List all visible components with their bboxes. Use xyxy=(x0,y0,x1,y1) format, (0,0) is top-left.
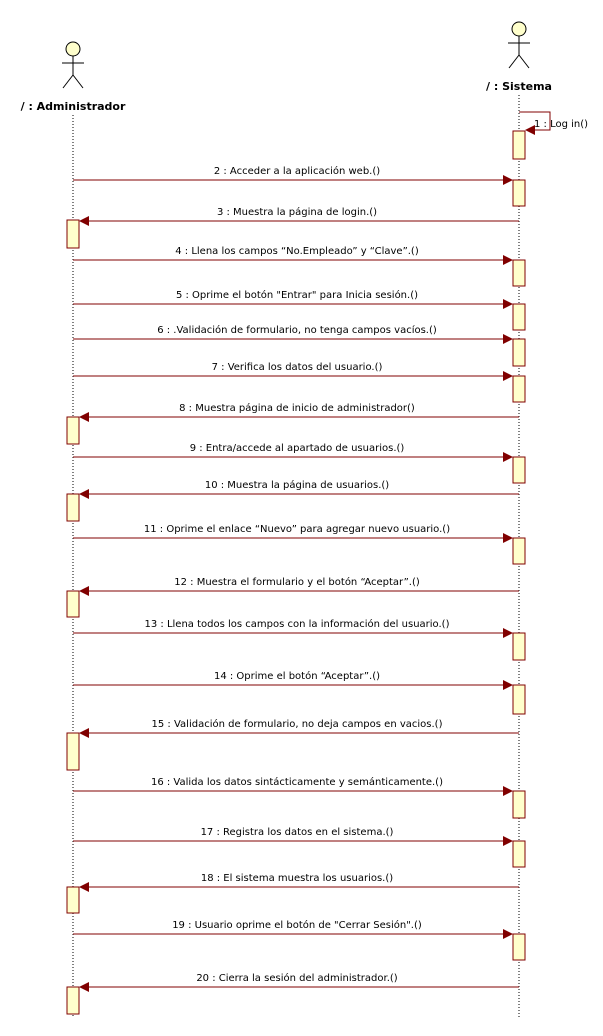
activation-box xyxy=(66,493,80,522)
activation-box xyxy=(512,537,526,565)
message-label: 18 : El sistema muestra los usuarios.() xyxy=(201,873,393,884)
message-17: 17 : Registra los datos en el sistema.() xyxy=(73,827,513,846)
message-11: 11 : Oprime el enlace “Nuevo” para agreg… xyxy=(73,524,513,543)
activation-box xyxy=(512,684,526,715)
actor-head xyxy=(65,41,81,57)
message-4: 4 : Llena los campos “No.Empleado” y “Cl… xyxy=(73,246,513,265)
actor-name-system: / : Sistema xyxy=(486,80,552,93)
activation-box xyxy=(512,632,526,661)
activation-box xyxy=(512,375,526,403)
activation-box xyxy=(66,986,80,1015)
activation-box xyxy=(512,456,526,484)
message-label: 8 : Muestra página de inicio de administ… xyxy=(179,402,415,414)
activation-box xyxy=(66,886,80,914)
message-12: 12 : Muestra el formulario y el botón “A… xyxy=(79,576,519,596)
message-label: 16 : Valida los datos sintácticamente y … xyxy=(151,776,443,788)
message-15: 15 : Validación de formulario, no deja c… xyxy=(79,718,519,738)
message-arrow xyxy=(519,111,551,135)
message-16: 16 : Valida los datos sintácticamente y … xyxy=(73,776,513,796)
message-7: 7 : Verifica los datos del usuario.() xyxy=(73,362,513,381)
message-label: 5 : Oprime el botón "Entrar" para Inicia… xyxy=(176,289,418,301)
message-label: 11 : Oprime el enlace “Nuevo” para agreg… xyxy=(144,524,450,535)
activation-box xyxy=(512,840,526,868)
message-label: 12 : Muestra el formulario y el botón “A… xyxy=(174,576,420,588)
actor-head xyxy=(511,21,527,37)
message-10: 10 : Muestra la página de usuarios.() xyxy=(79,479,519,499)
message-label: 2 : Acceder a la aplicación web.() xyxy=(214,165,380,177)
message-14: 14 : Oprime el botón “Aceptar”.() xyxy=(73,670,513,690)
message-label: 6 : .Validación de formulario, no tenga … xyxy=(157,324,437,336)
message-label: 7 : Verifica los datos del usuario.() xyxy=(212,362,383,373)
activation-box xyxy=(512,259,526,287)
activation-box xyxy=(66,590,80,618)
message-label: 3 : Muestra la página de login.() xyxy=(217,206,377,218)
message-8: 8 : Muestra página de inicio de administ… xyxy=(79,402,519,422)
activation-box xyxy=(512,338,526,367)
message-5: 5 : Oprime el botón "Entrar" para Inicia… xyxy=(73,289,513,309)
message-label: 1 : Log in() xyxy=(534,119,588,130)
message-label: 13 : Llena todos los campos con la infor… xyxy=(145,618,450,630)
activation-box xyxy=(512,933,526,961)
actor-admin: / : Administrador xyxy=(21,41,126,113)
message-13: 13 : Llena todos los campos con la infor… xyxy=(73,618,513,638)
message-6: 6 : .Validación de formulario, no tenga … xyxy=(73,324,513,344)
actor-leg-left xyxy=(62,74,74,89)
message-3: 3 : Muestra la página de login.() xyxy=(79,206,519,226)
message-label: 19 : Usuario oprime el botón de "Cerrar … xyxy=(172,919,422,931)
message-label: 17 : Registra los datos en el sistema.() xyxy=(201,827,394,838)
message-9: 9 : Entra/accede al apartado de usuarios… xyxy=(73,443,513,462)
message-label: 20 : Cierra la sesión del administrador.… xyxy=(196,972,397,984)
message-1: 1 : Log in() xyxy=(519,111,588,135)
actor-leg-right xyxy=(518,54,530,69)
message-2: 2 : Acceder a la aplicación web.() xyxy=(73,165,513,185)
activation-box xyxy=(66,732,80,771)
activation-box xyxy=(66,416,80,445)
message-label: 15 : Validación de formulario, no deja c… xyxy=(152,718,443,730)
actor-name-admin: / : Administrador xyxy=(21,100,126,113)
message-label: 10 : Muestra la página de usuarios.() xyxy=(205,479,389,491)
activation-box xyxy=(512,130,526,160)
activation-box xyxy=(512,303,526,331)
message-label: 4 : Llena los campos “No.Empleado” y “Cl… xyxy=(175,246,419,257)
message-19: 19 : Usuario oprime el botón de "Cerrar … xyxy=(73,919,513,939)
message-20: 20 : Cierra la sesión del administrador.… xyxy=(79,972,519,992)
activation-box xyxy=(512,790,526,819)
activation-box xyxy=(66,219,80,249)
message-label: 9 : Entra/accede al apartado de usuarios… xyxy=(190,443,405,454)
message-18: 18 : El sistema muestra los usuarios.() xyxy=(79,873,519,892)
message-label: 14 : Oprime el botón “Aceptar”.() xyxy=(214,670,380,682)
actor-leg-right xyxy=(72,74,84,89)
actor-system: / : Sistema xyxy=(486,21,552,93)
activation-box xyxy=(512,179,526,207)
actor-leg-left xyxy=(508,54,520,69)
